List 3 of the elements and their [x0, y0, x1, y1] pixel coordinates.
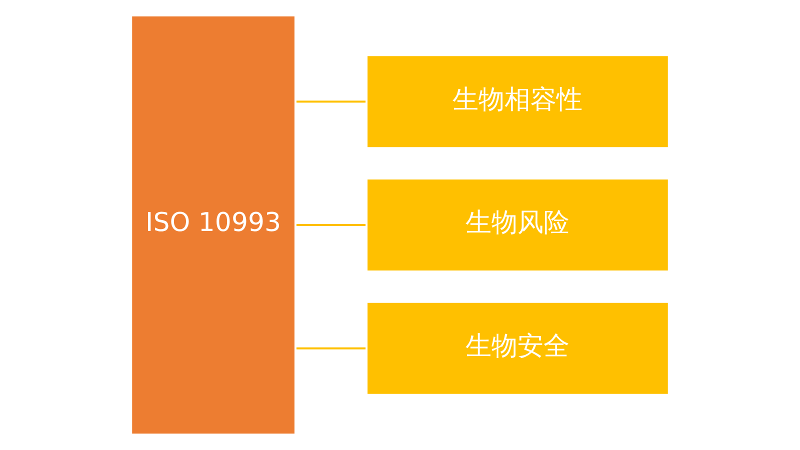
- connector: [296, 100, 366, 103]
- connector: [296, 347, 366, 350]
- connector: [296, 224, 366, 226]
